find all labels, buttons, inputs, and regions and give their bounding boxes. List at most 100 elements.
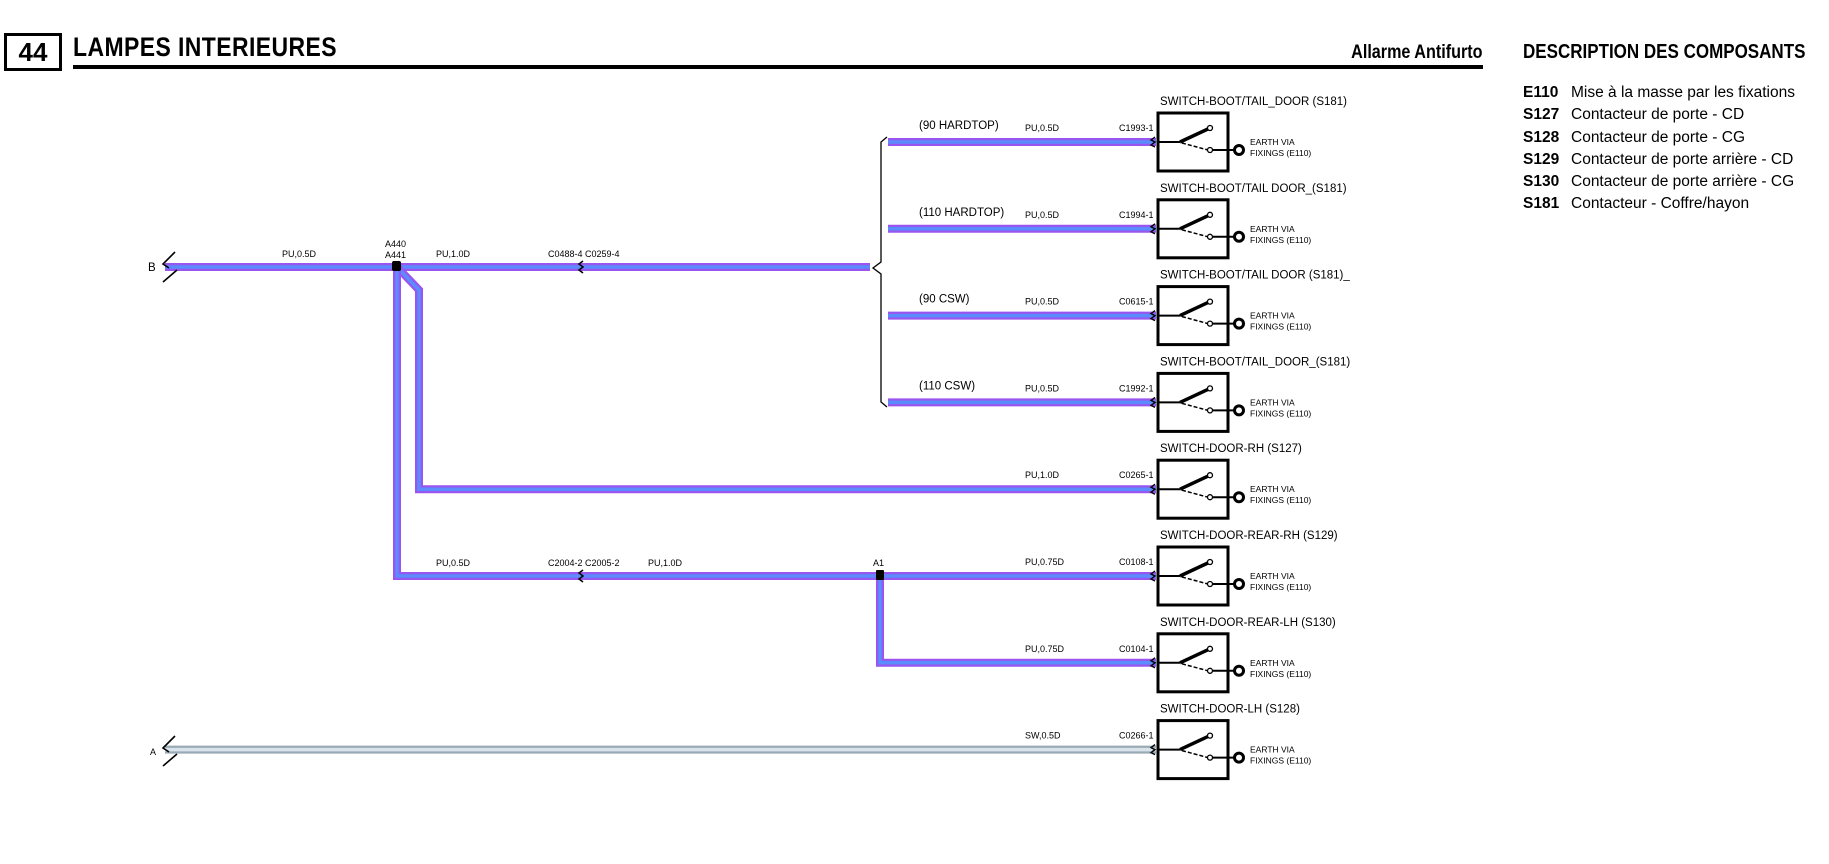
switch-component: SWITCH-BOOT/TAIL DOOR (S181)_(90 CSW)PU,… — [919, 270, 1350, 347]
switch-blade-icon — [1179, 560, 1211, 578]
earth-label: EARTH VIA — [1250, 484, 1295, 494]
component-code: S128 — [1523, 128, 1560, 146]
earth-label: FIXINGS (E110) — [1250, 408, 1311, 418]
connector-label: C0104-1 — [1119, 644, 1154, 654]
contact-icon — [1206, 320, 1214, 327]
switch-name-label: SWITCH-BOOT/TAIL DOOR_(S181) — [1160, 183, 1347, 195]
earth-label: EARTH VIA — [1250, 658, 1295, 668]
contact-icon — [1206, 558, 1214, 566]
page-subtitle: Allarme Antifurto — [1350, 42, 1482, 63]
description-heading: DESCRIPTION DES COMPOSANTS — [1523, 41, 1806, 63]
component-text: Contacteur - Coffre/hayon — [1571, 195, 1750, 213]
switch-component: SWITCH-BOOT/TAIL_DOOR (S181)(90 HARDTOP)… — [919, 96, 1347, 173]
wire-label: PU,1.0D — [1025, 470, 1060, 480]
switch-alt-position — [1181, 402, 1209, 412]
description-item: S127 Contacteur de porte - CD — [1523, 104, 1795, 126]
wire-core — [395, 267, 1156, 578]
switch-alt-position — [1181, 489, 1209, 498]
wire-label: SW,0.5D — [1025, 731, 1061, 741]
description-list: E110 Mise à la masse par les fixations S1… — [1523, 82, 1795, 216]
splice-label-a1: A1 — [873, 558, 884, 568]
input-b-label: B — [148, 262, 156, 274]
connector-mark — [1149, 396, 1157, 409]
switch-alt-position — [1181, 576, 1209, 585]
header-rule — [73, 65, 1483, 69]
contact-icon — [1206, 580, 1214, 588]
switch-name-label: SWITCH-DOOR-RH (S127) — [1160, 443, 1302, 455]
variant-label: (110 HARDTOP) — [919, 207, 1004, 219]
connector-mark — [1149, 570, 1157, 582]
wire-label: PU,0.5D — [1025, 210, 1060, 220]
splice-label-a440: A440 — [385, 239, 406, 249]
wire-label: PU,0.5D — [1025, 123, 1060, 133]
component-code: S127 — [1523, 106, 1560, 124]
connector-label: C1993-1 — [1119, 123, 1154, 133]
wire-label: PU,0.5D — [436, 558, 471, 568]
switch-blade-icon — [1179, 473, 1211, 491]
switch-name-label: SWITCH-DOOR-LH (S128) — [1160, 704, 1300, 716]
contact-icon — [1206, 732, 1214, 739]
contact-icon — [1206, 146, 1214, 154]
earth-label: FIXINGS (E110) — [1250, 756, 1311, 766]
connector-label: C0615-1 — [1119, 297, 1154, 307]
contact-icon — [1206, 754, 1214, 761]
earth-label: FIXINGS (E110) — [1250, 148, 1311, 158]
wire-core — [878, 576, 1156, 665]
page-title: LAMPES INTERIEURES — [73, 32, 337, 62]
switch-alt-position — [1181, 229, 1209, 238]
switches: SWITCH-BOOT/TAIL_DOOR (S181)(90 HARDTOP)… — [919, 96, 1350, 781]
variant-label: (90 HARDTOP) — [919, 120, 999, 132]
switch-name-label: SWITCH-DOOR-REAR-LH (S130) — [1160, 617, 1336, 629]
earth-label: EARTH VIA — [1250, 745, 1295, 755]
wire-label: PU,0.5D — [1025, 297, 1060, 307]
connector-label: C0488-4 C0259-4 — [548, 249, 620, 259]
component-text: Contacteur de porte - CD — [1571, 106, 1745, 124]
connector-mark — [1149, 310, 1157, 322]
contact-icon — [1206, 494, 1214, 501]
component-text: Contacteur de porte - CG — [1571, 128, 1746, 146]
wire-label: PU,0.75D — [1025, 557, 1065, 567]
connector-mark — [1149, 744, 1157, 756]
description-item: E110 Mise à la masse par les fixations — [1523, 82, 1795, 104]
variant-label: (110 CSW) — [919, 380, 975, 392]
switch-component: SWITCH-BOOT/TAIL_DOOR_(S181)(110 CSW)PU,… — [919, 356, 1350, 433]
component-code: S130 — [1523, 173, 1560, 191]
contact-icon — [1206, 472, 1214, 479]
connector-mark — [1149, 483, 1157, 495]
contact-icon — [1206, 233, 1214, 240]
component-code: S129 — [1523, 150, 1560, 168]
component-code: S181 — [1523, 195, 1560, 213]
earth-terminal-icon — [1233, 491, 1245, 504]
contact-icon — [1206, 211, 1214, 218]
variant-label: (90 CSW) — [919, 294, 970, 306]
wire-label: PU,1.0D — [436, 249, 471, 259]
earth-label: EARTH VIA — [1250, 311, 1295, 321]
connector-label: C0108-1 — [1119, 557, 1154, 567]
earth-terminal-icon — [1233, 578, 1245, 590]
switch-blade-icon — [1179, 300, 1211, 318]
component-text: Mise à la masse par les fixations — [1571, 84, 1795, 101]
connector-label: C1992-1 — [1119, 383, 1154, 393]
connector-mark — [1149, 136, 1157, 148]
connector-label: C1994-1 — [1119, 210, 1154, 220]
component-code: E110 — [1523, 84, 1559, 101]
contact-icon — [1206, 124, 1214, 132]
earth-label: FIXINGS (E110) — [1250, 495, 1311, 505]
contact-icon — [1206, 298, 1214, 305]
earth-label: EARTH VIA — [1250, 571, 1295, 581]
switch-alt-position — [1181, 749, 1209, 759]
switch-blade-icon — [1179, 647, 1211, 665]
switch-alt-position — [1181, 142, 1209, 151]
switch-alt-position — [1181, 315, 1209, 325]
switch-alt-position — [1181, 663, 1209, 672]
component-text: Contacteur de porte arrière - CD — [1571, 150, 1794, 168]
splice-dot — [392, 261, 401, 271]
switch-component: SWITCH-BOOT/TAIL DOOR_(S181) (110 HARDTOP… — [919, 183, 1347, 260]
input-a-label: A — [150, 747, 156, 757]
wire-label: PU,1.0D — [648, 558, 683, 568]
earth-label: FIXINGS (E110) — [1250, 669, 1311, 679]
earth-terminal-icon — [1233, 404, 1245, 417]
